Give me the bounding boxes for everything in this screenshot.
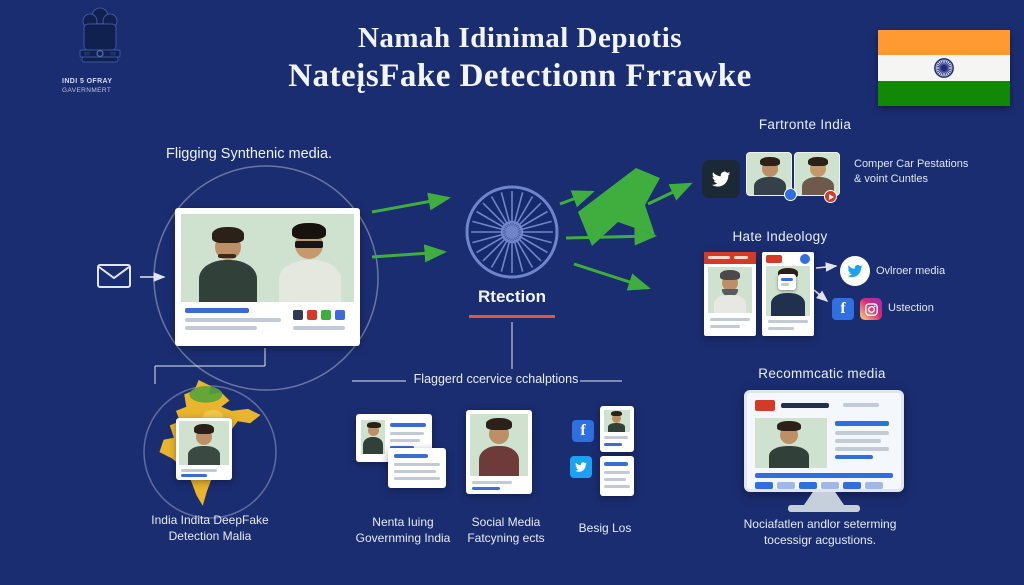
monitor-base (788, 505, 860, 512)
gov-caption-line1: Nenta Iuing (372, 515, 434, 529)
recommend-title: Recommcatic media (758, 366, 886, 381)
social-caption: Social Media Fatcyning ects (456, 514, 556, 546)
emblem-caption-line2: GAVERNMERT (62, 87, 112, 94)
flagged-card-2 (762, 252, 814, 336)
chat-badge-icon (778, 274, 796, 290)
emblem-caption: INDI 5 OFRAY GAVERNMERT (62, 78, 142, 94)
detection-label-block: Rtection (452, 287, 572, 318)
monitor-video (755, 418, 827, 468)
partners-title: Fartronte India (758, 117, 852, 132)
logs-caption: Besig Los (578, 521, 632, 535)
flagged-banner (704, 252, 756, 264)
small-white-arrows (140, 262, 838, 303)
facebook-icon-small: f (572, 420, 594, 442)
hate-ideology-title: Hate Indeology (732, 229, 828, 244)
social-caption-line1: Social Media (471, 515, 541, 529)
green-flow-arrows (371, 182, 693, 291)
deepfake-comparison-card (175, 208, 360, 346)
monitor-caption-line2: tocessigr acgustions. (763, 533, 877, 547)
verified-badge-icon (784, 188, 797, 201)
monitor-screen (744, 390, 904, 492)
twitter-bubble-icon (702, 160, 740, 198)
map-caption-line1: India Indita DeepFake (151, 513, 269, 527)
map-caption: India Indita DeepFake Detection Malia (135, 512, 285, 544)
log-card-1 (600, 406, 634, 452)
gov-caption-line2: Governming India (355, 531, 451, 545)
facebook-icon: f (832, 298, 854, 320)
social-portrait-card (466, 410, 532, 494)
gov-caption: Nenta Iuing Governming India (348, 514, 458, 546)
monitor-progress-bar (755, 473, 893, 478)
facebook-letter-small: f (580, 422, 586, 439)
map-caption-line2: Detection Malia (168, 529, 252, 543)
map-photo-card (176, 418, 232, 480)
ustection-label: Ustection (888, 302, 934, 314)
twitter-icon-small (570, 456, 592, 478)
flagged-card-1 (704, 252, 756, 336)
flag-tag (766, 255, 782, 263)
envelope-icon (97, 264, 131, 288)
source-label: Fligging Synthenic media. (166, 146, 333, 162)
green-bird-icon (578, 168, 660, 246)
detection-chakra (462, 182, 562, 282)
monitor-caption: Nociafatlen andlor seterming tocessigr a… (730, 516, 910, 548)
detection-label: Rtection (478, 287, 546, 306)
flag-saffron-band (878, 30, 1010, 55)
flag-green-band (878, 81, 1010, 106)
gov-portal-subcard (388, 448, 446, 488)
flag-chakra-icon (934, 58, 954, 78)
flag-white-band (878, 55, 1010, 81)
monitor (744, 390, 904, 512)
detection-underline (469, 315, 555, 318)
social-caption-line2: Fatcyning ects (467, 531, 545, 545)
national-emblem-icon (79, 7, 121, 63)
facebook-letter: f (840, 300, 846, 317)
monitor-caption-line1: Nociafatlen andlor seterming (743, 517, 897, 531)
page-title-line2: NateįsFake Detectionn Frrawke (288, 58, 752, 94)
overseer-media-label: Ovlroer media (876, 265, 946, 277)
monitor-stand (804, 492, 844, 505)
ashoka-chakra-icon (465, 185, 559, 279)
info-dot-icon (800, 254, 810, 264)
emblem-caption-line1: INDI 5 OFRAY (62, 78, 113, 85)
partners-caption: Comper Car Pestations & voint Cuntles (854, 157, 984, 187)
video-play-badge-icon (824, 190, 837, 203)
twitter-icon (840, 256, 870, 286)
partner-photo-1 (746, 152, 792, 196)
log-card-2 (600, 456, 634, 496)
page-title: Namah Idinimal Depıotis NateįsFake Detec… (225, 22, 815, 95)
partner-photo-2 (794, 152, 840, 196)
page-title-line1: Namah Idinimal Depıotis (357, 22, 683, 54)
partners-caption-line2: & voint Cuntles (854, 173, 928, 185)
partners-caption-line1: Comper Car Pestations (854, 158, 969, 170)
instagram-icon (860, 298, 882, 320)
india-flag (878, 30, 1010, 106)
flagged-services-label: Flaggerd ccervice cchalptions (413, 372, 579, 386)
deepfake-photo-pair (181, 214, 354, 302)
white-connector-lines (154, 322, 622, 384)
